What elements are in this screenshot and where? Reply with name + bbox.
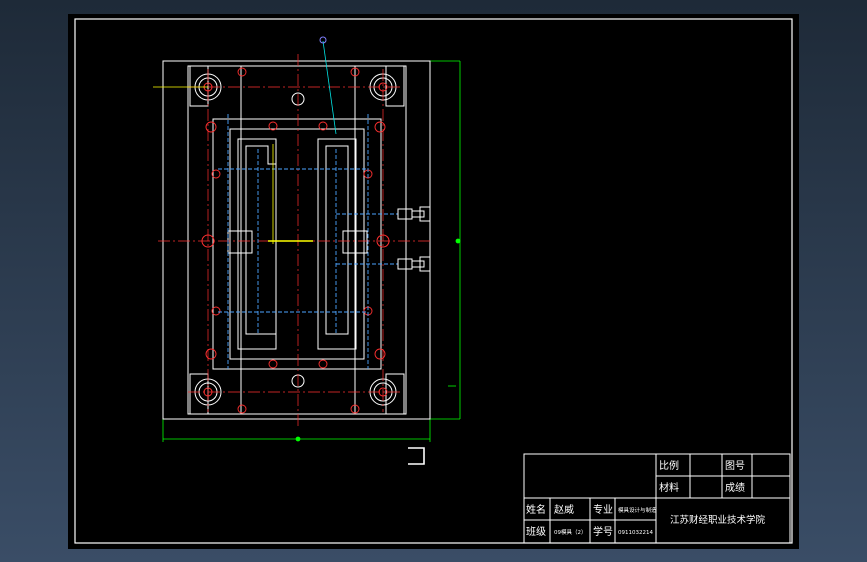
grade-label: 成绩 [725,481,745,494]
drawing-no-label: 图号 [725,460,745,472]
material-label: 材料 [659,481,679,494]
student-no-value: 0911032214 [618,530,653,536]
class-label: 班级 [526,526,546,538]
screws [205,67,386,414]
title-block [523,453,791,544]
drawing-frame [74,18,793,544]
school-name: 江苏财经职业技术学院 [670,514,766,526]
cooling-channels [218,114,398,369]
mold-plates [162,60,431,420]
name-label: 姓名 [526,503,546,516]
water-nozzles [397,206,431,272]
drawing-sheet: 比例 图号 材料 成绩 姓名 赵威 专业 模具设计与制造 班级 09模具（2） … [68,14,799,549]
guide-pillars [194,73,397,406]
name-value: 赵威 [554,503,574,516]
student-no-label: 学号 [593,525,613,538]
angle-mark [408,447,425,465]
ratio-label: 比例 [659,459,679,472]
title-block-text: 比例 图号 材料 成绩 姓名 赵威 专业 模具设计与制造 班级 09模具（2） … [526,459,766,538]
mold-plan-view [153,36,461,442]
leader-lines [153,36,337,244]
major-label: 专业 [593,503,613,516]
class-value: 09模具（2） [554,528,587,536]
mold-assembly-drawing: 比例 图号 材料 成绩 姓名 赵威 专业 模具设计与制造 班级 09模具（2） … [74,18,793,544]
major-value: 模具设计与制造 [618,506,657,514]
